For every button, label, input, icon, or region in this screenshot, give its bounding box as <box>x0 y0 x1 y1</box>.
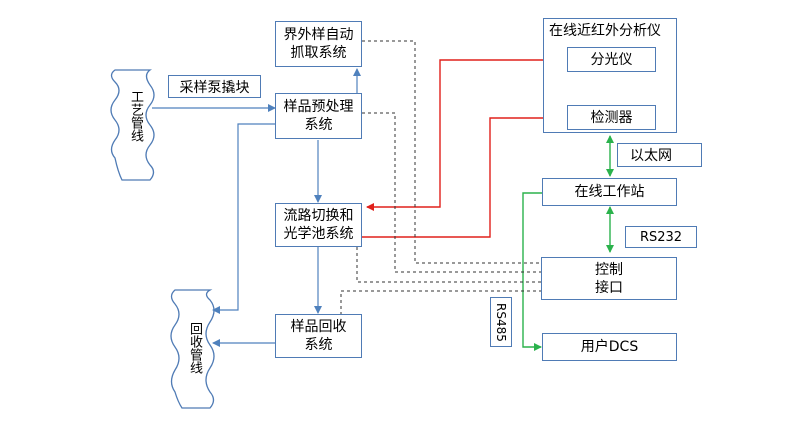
process-pipe-label: 工艺管线 <box>128 90 143 142</box>
spectrometer-text: 分光仪 <box>590 51 633 68</box>
flow-switch-box: 流路切换和 光学池系统 <box>275 203 362 247</box>
sample-recovery-box: 样品回收 系统 <box>275 314 362 358</box>
green-comm-lines <box>522 135 614 351</box>
sample-recovery-text: 样品回收 系统 <box>290 319 347 353</box>
rs232-label: RS232 <box>625 226 697 248</box>
workstation-box: 在线工作站 <box>542 178 677 206</box>
control-interface-box: 控制 接口 <box>541 257 677 300</box>
detector-box: 检测器 <box>567 105 656 130</box>
sample-pretreat-box: 样品预处理 系统 <box>275 93 362 139</box>
return-pipe-shape <box>170 289 215 409</box>
user-dcs-text: 用户DCS <box>580 339 639 355</box>
detector-text: 检测器 <box>590 109 633 126</box>
process-pipe-shape <box>110 69 155 181</box>
ext-auto-sampling-text: 界外样自动 抓取系统 <box>283 27 354 61</box>
red-optical-lines <box>361 59 567 238</box>
workstation-text: 在线工作站 <box>574 184 645 200</box>
blue-flow-lines <box>152 68 361 347</box>
dashed-control-lines <box>340 40 541 315</box>
rs485-text: RS485 <box>494 302 508 342</box>
spectrometer-box: 分光仪 <box>567 47 656 72</box>
analyzer-title: 在线近红外分析仪 <box>549 23 661 39</box>
ext-auto-sampling-box: 界外样自动 抓取系统 <box>275 21 362 67</box>
return-pipe-label: 回收管线 <box>187 322 202 374</box>
flow-switch-text: 流路切换和 光学池系统 <box>283 208 354 242</box>
rs232-text: RS232 <box>639 229 683 245</box>
sampling-pump-label: 采样泵撬块 <box>168 75 261 98</box>
control-interface-text: 控制 接口 <box>595 261 623 296</box>
sample-pretreat-text: 样品预处理 系统 <box>283 99 354 133</box>
sampling-pump-text: 采样泵撬块 <box>179 79 250 96</box>
ethernet-text: 以太网 <box>630 148 672 164</box>
rs485-label: RS485 <box>490 297 512 347</box>
ethernet-label: 以太网 <box>617 143 702 167</box>
user-dcs-box: 用户DCS <box>542 333 677 361</box>
